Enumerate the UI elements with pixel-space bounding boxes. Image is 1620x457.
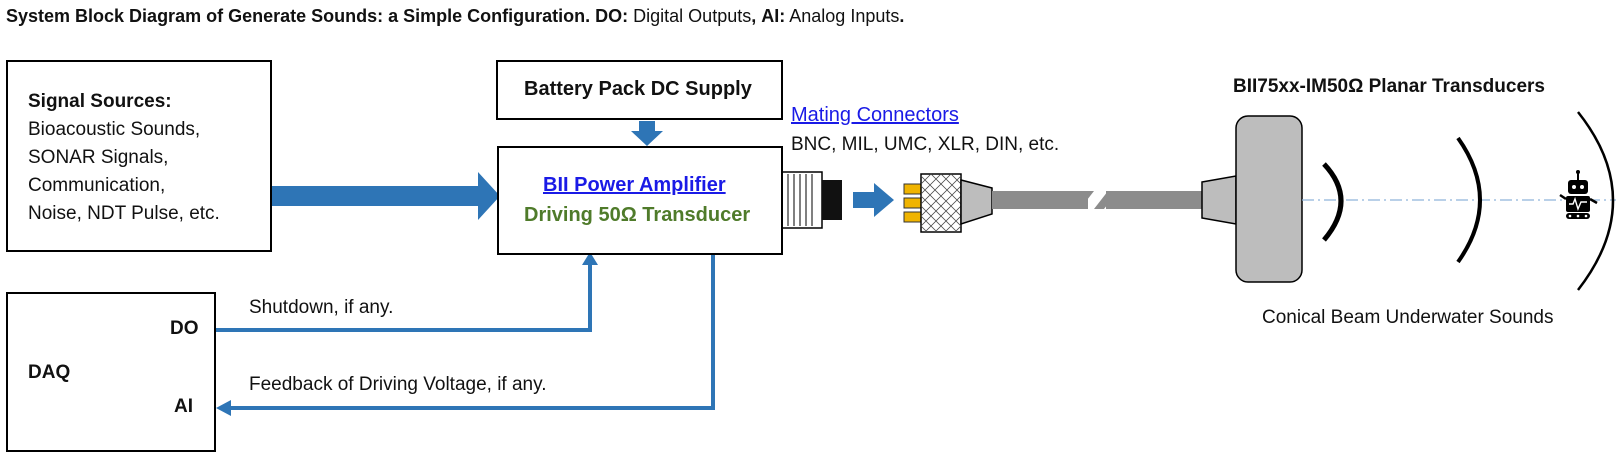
transducer-title: BII75xx-IM50Ω Planar Transducers [1233,76,1545,97]
amplifier-subtitle: Driving 50Ω Transducer [524,204,751,226]
signal-source-item: Bioacoustic Sounds, [28,119,201,140]
signal-source-item: SONAR Signals, [28,147,169,168]
title-ai-abbr: AI: [761,6,786,26]
mating-plug [903,173,993,233]
daq-box [6,292,216,452]
feedback-wire [228,255,715,410]
signal-sources-box [6,60,272,252]
title-comma: , [751,6,757,26]
signal-source-item: Noise, NDT Pulse, etc. [28,203,220,224]
battery-box [496,60,783,120]
planar-transducer [1201,115,1303,283]
diagram-title: System Block Diagram of Generate Sounds:… [6,6,904,27]
amplifier-output-connector [781,171,842,229]
signal-sources-heading: Signal Sources: [28,91,172,112]
cable [992,191,1202,209]
battery-arrow [631,121,663,146]
amplifier-box [497,146,783,255]
daq-ai-port: AI [174,396,193,417]
title-do-text: Digital Outputs [633,6,752,26]
shutdown-arrowhead [582,252,598,265]
signal-arrow [272,172,500,220]
sound-wave-3 [1577,111,1615,291]
robot-icon [1559,170,1598,219]
mating-connectors-types: BNC, MIL, UMC, XLR, DIN, etc. [791,134,1060,155]
shutdown-wire [216,262,592,332]
beam-caption: Conical Beam Underwater Sounds [1262,307,1554,328]
amplifier-link[interactable]: BII Power Amplifier [543,174,726,196]
sound-wave-1 [1322,162,1344,242]
title-do-abbr: DO: [595,6,629,26]
title-lead: System Block Diagram of Generate Sounds:… [6,6,591,26]
title-period: . [899,6,905,26]
daq-label: DAQ [28,362,71,383]
signal-source-item: Communication, [28,175,166,196]
title-ai-text: Analog Inputs [789,6,900,26]
sound-wave-2 [1456,136,1482,264]
connector-arrow [853,183,894,217]
battery-label: Battery Pack DC Supply [524,78,752,100]
shutdown-label: Shutdown, if any. [249,297,394,318]
feedback-label: Feedback of Driving Voltage, if any. [249,374,547,395]
feedback-arrowhead [216,400,231,416]
mating-connectors-link[interactable]: Mating Connectors [791,104,959,126]
daq-do-port: DO [170,318,199,339]
